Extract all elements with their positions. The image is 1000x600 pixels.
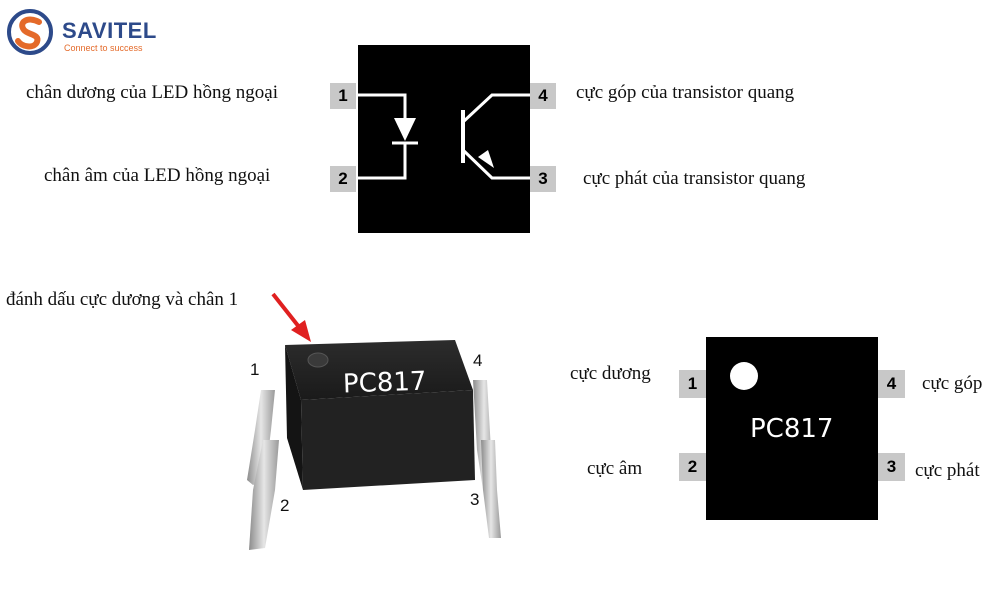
photo-chip-text: PC817 [342,366,427,400]
schematic-circuit [352,93,536,180]
pin1-dot [307,352,329,368]
pinout-chip-text: PC817 [750,414,834,444]
led-cathode-wire [352,143,407,180]
leg-1 [247,390,275,485]
photo-pin-1: 1 [250,360,260,379]
logo: SAVITEL Connect to success [6,8,176,58]
schematic-pin-4: 4 [530,83,556,109]
schematic-pin-2: 2 [330,166,356,192]
led-diode-icon [394,118,416,141]
collector-wire [461,93,536,124]
marker-arrow-head-icon [291,320,311,342]
chip-front [301,390,475,490]
pinout-anode-label: cực dương [570,363,651,384]
schematic-body [358,45,530,233]
leg-2 [249,440,279,550]
pinout-emitter-label: cực phát [915,460,980,481]
pinout-collector-label: cực góp [922,373,983,394]
pinout-cathode-label: cực âm [587,458,643,479]
photo-pin-4: 4 [473,351,483,370]
led-anode-wire [352,93,407,118]
chip-top [285,340,473,400]
pinout-pin-1: 1 [679,370,706,398]
marker-label: đánh dấu cực dương và chân 1 [6,289,239,310]
photo-pin-2: 2 [280,496,290,515]
logo-tagline: Connect to success [64,43,143,53]
emitter-arrow-icon [478,150,494,168]
led-cathode-label: chân âm của LED hồng ngoại [44,165,271,186]
chip-left-side [285,345,303,490]
pinout-pin1-dot [730,362,758,390]
photo-pin-3: 3 [470,490,480,509]
pc817-photo [247,292,501,550]
emitter-label: cực phát của transistor quang [583,168,806,189]
schematic-pin-3: 3 [530,166,556,192]
emitter-wire [461,148,536,180]
led-anode-label: chân dương của LED hồng ngoại [26,82,278,103]
logo-name: SAVITEL [62,18,157,43]
schematic-pin-1: 1 [330,83,356,109]
pinout-pin-4: 4 [878,370,905,398]
pinout-pin-2: 2 [679,453,706,481]
leg-3 [481,440,501,538]
collector-label: cực góp của transistor quang [576,82,795,103]
pinout-pin-3: 3 [878,453,905,481]
savitel-logo-icon [7,9,53,55]
